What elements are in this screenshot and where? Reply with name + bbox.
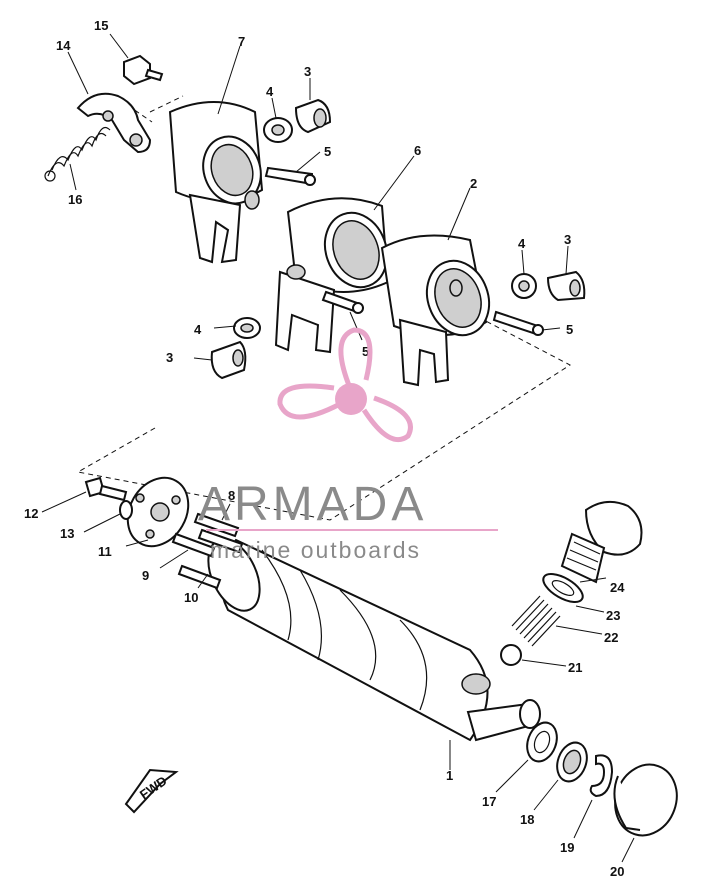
guide-pin-5-middle (321, 290, 364, 314)
segment-11 (126, 476, 190, 548)
bolt-24 (560, 500, 643, 584)
part-number-19: 19 (560, 840, 574, 855)
roller-3-right (546, 270, 586, 302)
guide-pin-5-top (264, 166, 316, 186)
propeller-hub (335, 383, 367, 415)
ball-21 (500, 644, 522, 666)
part-number-4-right: 4 (518, 236, 526, 251)
part-number-2: 2 (470, 176, 477, 191)
propeller-logo (277, 327, 413, 443)
part-number-14: 14 (56, 38, 71, 53)
shift-fork-6 (274, 197, 390, 354)
part-number-labels: 15 14 16 7 3 4 5 6 2 4 3 5 4 3 5 12 13 1… (24, 18, 625, 879)
brand-tagline: marine outboards (210, 537, 421, 563)
part-number-3-top: 3 (304, 64, 311, 79)
part-number-16: 16 (68, 192, 82, 207)
part-number-4-top: 4 (266, 84, 274, 99)
roller-4-top (263, 117, 293, 143)
part-number-7: 7 (238, 34, 245, 49)
roller-4-right (511, 273, 537, 299)
roller-4-left (233, 317, 261, 339)
pin-9 (171, 532, 216, 558)
washer-13 (119, 500, 133, 520)
part-number-10: 10 (184, 590, 198, 605)
forward-direction-marker: FWD (124, 768, 179, 814)
guide-pin-5-right (492, 310, 544, 336)
part-number-6: 6 (414, 143, 421, 158)
bearing-18 (556, 741, 588, 783)
part-number-3-right: 3 (564, 232, 571, 247)
part-number-13: 13 (60, 526, 74, 541)
leader-lines (41, 33, 635, 863)
armada-watermark: ARMADA marine outboards (198, 327, 498, 563)
part-number-15: 15 (94, 18, 108, 33)
part-number-23: 23 (606, 608, 620, 623)
part-number-21: 21 (568, 660, 582, 675)
part-number-5-top: 5 (324, 144, 331, 159)
part-number-3-left: 3 (166, 350, 173, 365)
roller-3-left (210, 340, 247, 380)
part-number-18: 18 (520, 812, 534, 827)
part-number-5-middle: 5 (362, 344, 369, 359)
part-number-12: 12 (24, 506, 38, 521)
part-number-11: 11 (98, 544, 112, 559)
part-number-8: 8 (228, 488, 235, 503)
part-number-1: 1 (446, 768, 453, 783)
part-number-4-left: 4 (194, 322, 202, 337)
bolt-15 (123, 54, 164, 86)
roller-3-top (294, 98, 332, 134)
part-number-5-right: 5 (566, 322, 573, 337)
part-number-22: 22 (604, 630, 618, 645)
circlip-19 (589, 754, 614, 798)
plug-20 (613, 763, 678, 837)
part-number-9: 9 (142, 568, 149, 583)
spring-22 (511, 595, 561, 647)
shift-fork-2 (380, 234, 491, 387)
part-number-20: 20 (610, 864, 624, 879)
part-number-24: 24 (610, 580, 625, 595)
brand-name: ARMADA (198, 478, 427, 531)
shift-fork-7 (168, 101, 264, 264)
part-number-17: 17 (482, 794, 496, 809)
stopper-lever-14 (76, 92, 152, 154)
spring-16 (44, 127, 111, 182)
bolt-12 (84, 476, 128, 502)
washer-23 (542, 573, 584, 603)
washer-17 (526, 721, 558, 763)
